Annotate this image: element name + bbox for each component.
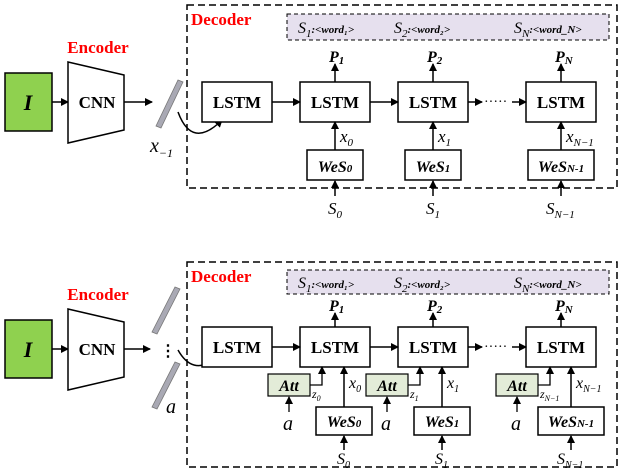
x-input-0: x0 — [339, 127, 354, 149]
lstm-cell-n-label-b: LSTM — [537, 338, 585, 357]
lstm-ellipsis: ····· — [484, 95, 507, 110]
x-input-n-b: xN−1 — [575, 375, 602, 395]
encoder-label-b: Encoder — [67, 285, 129, 304]
annotation-vdots: ⋮ — [160, 343, 176, 360]
z-arrow-n — [538, 366, 554, 386]
embedding-label-1-b: WeS1 — [425, 414, 460, 431]
x-input-0-b: x0 — [348, 375, 361, 395]
token-1: S1 — [426, 199, 440, 221]
x-input-1: x1 — [437, 127, 451, 149]
embedding-label-n: WeSN-1 — [538, 159, 584, 176]
output-word-n-b: SN:<word_N> — [514, 275, 582, 295]
token-0: S0 — [328, 199, 343, 221]
z-input-n: zN−1 — [539, 387, 559, 403]
feature-to-lstm-arrow — [177, 111, 223, 134]
prob-label-2-b: P2 — [426, 298, 443, 316]
cnn-block-b — [67, 308, 125, 391]
token-0-b: S0 — [337, 451, 350, 470]
prob-label-1: P1 — [328, 49, 344, 67]
cnn-label-b: CNN — [79, 340, 117, 359]
feature-vector-bar — [155, 79, 184, 129]
lstm-cell-n-b — [525, 326, 597, 368]
attention-label-0: Att — [278, 378, 299, 395]
embedding-box-n-b — [537, 406, 605, 436]
prob-label-n-b: PN — [554, 298, 574, 316]
annotation-bar-bottom — [151, 361, 181, 410]
z-arrow-0 — [310, 366, 326, 386]
top-diagram: I Encoder CNN x−1 Decoder S1:<word₁> S2:… — [4, 4, 618, 221]
input-image-box-b — [4, 319, 53, 379]
x-input-1-b: x1 — [446, 375, 459, 395]
output-word-1: S1:<word₁> — [298, 20, 354, 40]
lstm-cell-1-label: LSTM — [311, 93, 359, 112]
feature-sub: −1 — [159, 146, 173, 160]
decoder-frame — [186, 4, 618, 189]
lstm-cell-0-label: LSTM — [213, 93, 261, 112]
att-input-0: a — [283, 413, 293, 435]
bottom-diagram: I Encoder CNN ⋮ a Decoder S1:<word₁> S2:… — [4, 261, 618, 471]
annotation-bar-top — [151, 286, 181, 335]
z-arrow-1 — [408, 366, 424, 386]
embedding-label-0-b: WeS0 — [327, 414, 362, 431]
lstm-cell-2-label: LSTM — [409, 93, 457, 112]
x-input-n: xN−1 — [565, 127, 594, 149]
input-image-label-b: I — [23, 337, 34, 362]
input-image-label: I — [23, 90, 34, 115]
output-word-n: SN:<word_N> — [514, 20, 582, 40]
output-word-2-b: S2:<word₂> — [394, 275, 450, 295]
cnn-block — [67, 61, 125, 144]
annotation-label: a — [166, 396, 176, 418]
embedding-label-1: WeS1 — [416, 159, 451, 176]
prob-label-2: P2 — [426, 49, 443, 67]
embedding-box-1 — [404, 149, 462, 181]
token-1-b: S1 — [435, 451, 448, 470]
output-sequence-band — [286, 13, 610, 41]
prob-label-1-b: P1 — [328, 298, 344, 316]
output-sequence-band-b — [286, 269, 610, 295]
attention-label-1: Att — [376, 378, 397, 395]
output-word-1-b: S1:<word₁> — [298, 275, 354, 295]
output-word-2: S2:<word₂> — [394, 20, 450, 40]
cnn-label: CNN — [79, 93, 117, 112]
token-n-b: SN−1 — [557, 451, 583, 470]
embedding-label-n-b: WeSN-1 — [548, 414, 594, 431]
attention-label-n: Att — [506, 378, 527, 395]
att-input-1: a — [381, 413, 391, 435]
z-input-1: z1 — [409, 387, 419, 403]
lstm-cell-0 — [201, 81, 273, 123]
embedding-label-0: WeS0 — [318, 159, 353, 176]
prob-label-n: PN — [554, 49, 574, 67]
lstm-cell-0-label-b: LSTM — [213, 338, 261, 357]
feature-label: x−1 — [149, 135, 173, 160]
input-image-box — [4, 72, 53, 132]
lstm-ellipsis-b: ····· — [484, 340, 507, 355]
decoder-frame-b — [186, 261, 618, 468]
token-n: SN−1 — [546, 199, 575, 221]
att-input-n: a — [511, 413, 521, 435]
decoder-label-b: Decoder — [191, 267, 252, 286]
lstm-cell-n-label: LSTM — [537, 93, 585, 112]
encoder-label: Encoder — [67, 38, 129, 57]
decoder-label: Decoder — [191, 10, 252, 29]
z-input-0: z0 — [311, 387, 321, 403]
lstm-cell-1-label-b: LSTM — [311, 338, 359, 357]
lstm-cell-2-label-b: LSTM — [409, 338, 457, 357]
